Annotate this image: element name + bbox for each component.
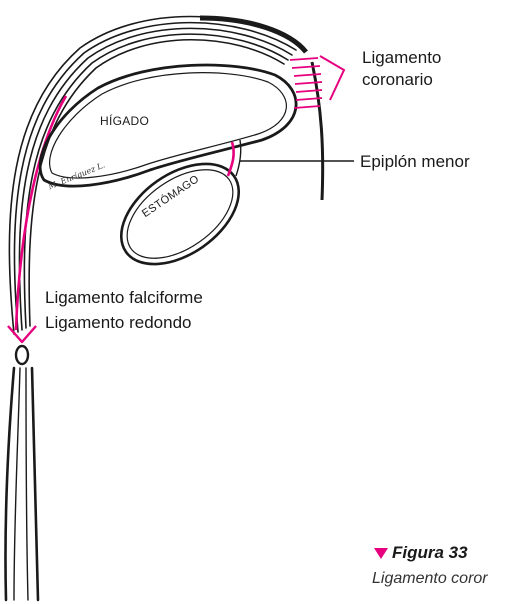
liver-label: HÍGADO [100,110,149,132]
liver [40,65,296,186]
anterior-wall [5,368,38,600]
coronary-label-line1: Ligamento [362,47,441,69]
falciform-label-group: Ligamento falciforme Ligamento redondo [45,285,203,335]
figure-subtitle: Ligamento coror [372,570,488,588]
figure-caption: Figura 33 [372,543,468,563]
lesser-omentum-label: Epiplón menor [360,151,470,173]
figure-number: Figura 33 [392,543,468,562]
round-ligament-label: Ligamento redondo [45,310,203,335]
falciform-ligament-label: Ligamento falciforme [45,285,203,310]
coronary-label-bracket [320,56,344,100]
coronary-label-line2: coronario [362,69,441,91]
umbilicus [16,346,28,364]
stomach [103,143,257,284]
coronary-ligament-label: Ligamento coronario [362,47,441,91]
